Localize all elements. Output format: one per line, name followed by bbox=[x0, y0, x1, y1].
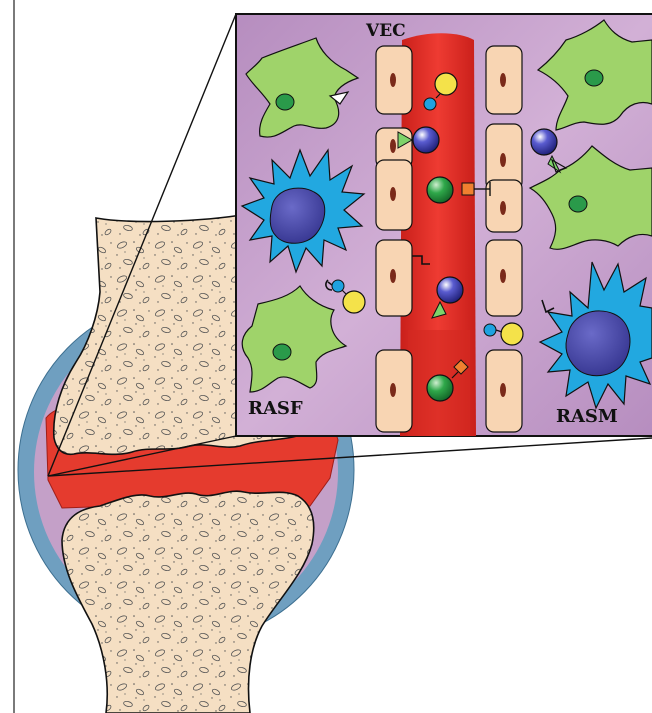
label-rasm: RASM bbox=[556, 406, 618, 427]
receptor-green bbox=[427, 375, 453, 401]
macrophage-nucleus bbox=[566, 311, 630, 376]
receptor-green bbox=[427, 177, 453, 203]
lower-bone bbox=[62, 491, 314, 713]
fibroblast-nucleus bbox=[276, 94, 294, 110]
endothelial-nucleus bbox=[390, 73, 396, 87]
fibroblast-nucleus bbox=[273, 344, 291, 360]
receptor-navy bbox=[413, 127, 439, 153]
label-rasf: RASF bbox=[248, 398, 303, 419]
fibroblast-nucleus bbox=[569, 196, 587, 212]
receptor-navy bbox=[437, 277, 463, 303]
ligand-yellow bbox=[501, 323, 523, 345]
ligand-blue bbox=[424, 98, 436, 110]
ligand-yellow bbox=[435, 73, 457, 95]
receptor-square bbox=[462, 183, 474, 195]
inset-panel: VEC RASF RASM bbox=[236, 14, 652, 436]
receptor-navy bbox=[531, 129, 557, 155]
fibroblast-nucleus bbox=[585, 70, 603, 86]
label-vec: VEC bbox=[365, 21, 406, 41]
ligand-blue bbox=[484, 324, 496, 336]
ligand-yellow bbox=[343, 291, 365, 313]
